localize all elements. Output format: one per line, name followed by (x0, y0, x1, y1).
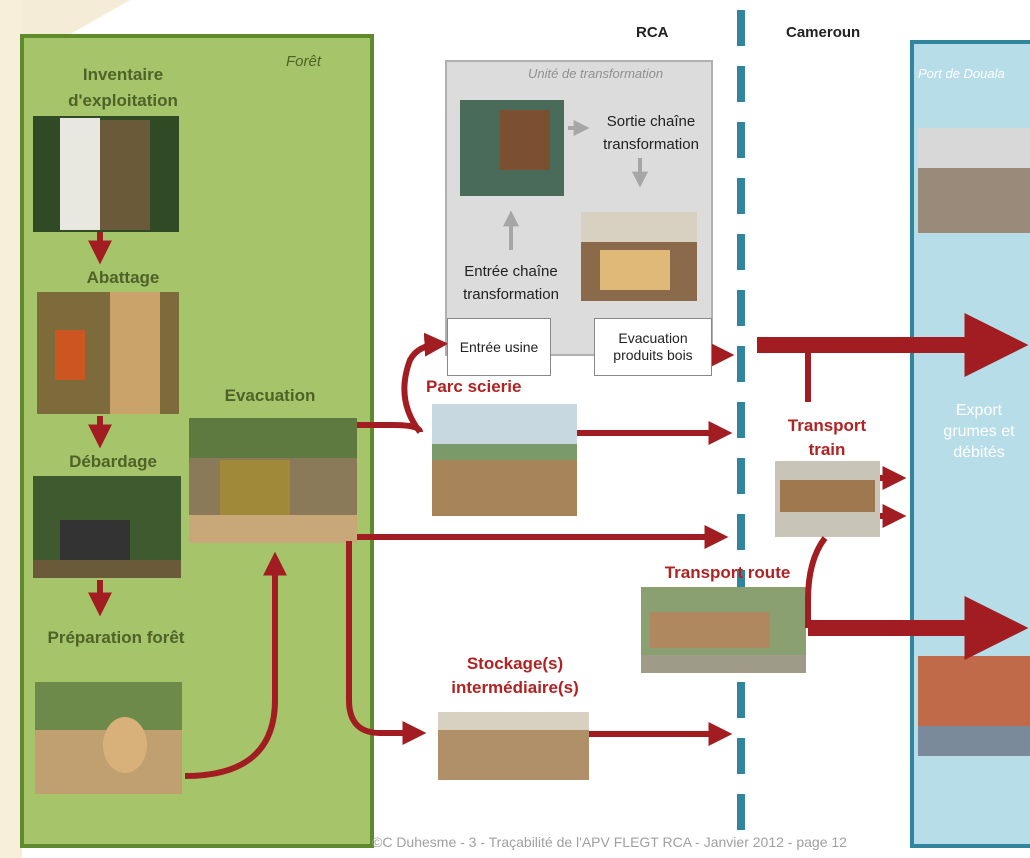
box-evacuation-produits: Evacuation produits bois (594, 318, 712, 376)
arrow-preparation-evacuation (184, 551, 287, 779)
left-margin-strip (0, 0, 22, 858)
corner-decoration (0, 0, 130, 40)
node-transport-route: Transport route (664, 563, 791, 582)
photo-inventaire (33, 116, 179, 232)
arrow-parc-entree-usine (401, 332, 449, 434)
arrow-evacuation-stockage (346, 541, 427, 745)
photo-port-2 (918, 656, 1030, 756)
transformation-entree: Entrée chaîne transformation (463, 263, 559, 303)
photo-evacuation (189, 418, 357, 543)
photo-debardage (33, 476, 181, 578)
footer-text: ©C Duhesme - 3 - Traçabilité de l'APV FL… (372, 834, 847, 850)
arrow-train-down (805, 536, 828, 628)
photo-preparation (35, 682, 182, 794)
box-entree-usine: Entrée usine (447, 318, 551, 376)
transformation-sortie: Sortie chaîne transformation (603, 113, 699, 153)
node-transport-train: Transport train (787, 416, 867, 459)
region-cameroun: Cameroun (786, 24, 861, 41)
step-inventaire: Inventaire d'exploitation (68, 65, 178, 110)
photo-abattage (37, 292, 179, 414)
transformation-unit-box (445, 60, 713, 356)
node-export: Export grumes et débités (943, 402, 1015, 461)
step-evacuation: Evacuation (224, 386, 316, 405)
photo-stockage (438, 712, 589, 780)
region-transformation-unit: Unité de transformation (528, 66, 664, 81)
photo-chaine-sortie (581, 212, 697, 301)
photo-port-1 (918, 128, 1030, 233)
step-preparation: Préparation forêt (47, 628, 185, 647)
region-port: Port de Douala (918, 66, 1005, 81)
step-debardage: Débardage (69, 452, 157, 471)
node-parc-scierie: Parc scierie (426, 377, 522, 396)
photo-chaine-entree (460, 100, 564, 196)
photo-transport-route (641, 587, 806, 673)
region-rca: RCA (636, 24, 669, 41)
region-foret: Forêt (286, 53, 322, 70)
node-stockage: Stockage(s) intermédiaire(s) (451, 654, 579, 697)
photo-transport-train (775, 461, 880, 537)
step-abattage: Abattage (86, 268, 160, 287)
photo-parc-scierie (432, 404, 577, 516)
